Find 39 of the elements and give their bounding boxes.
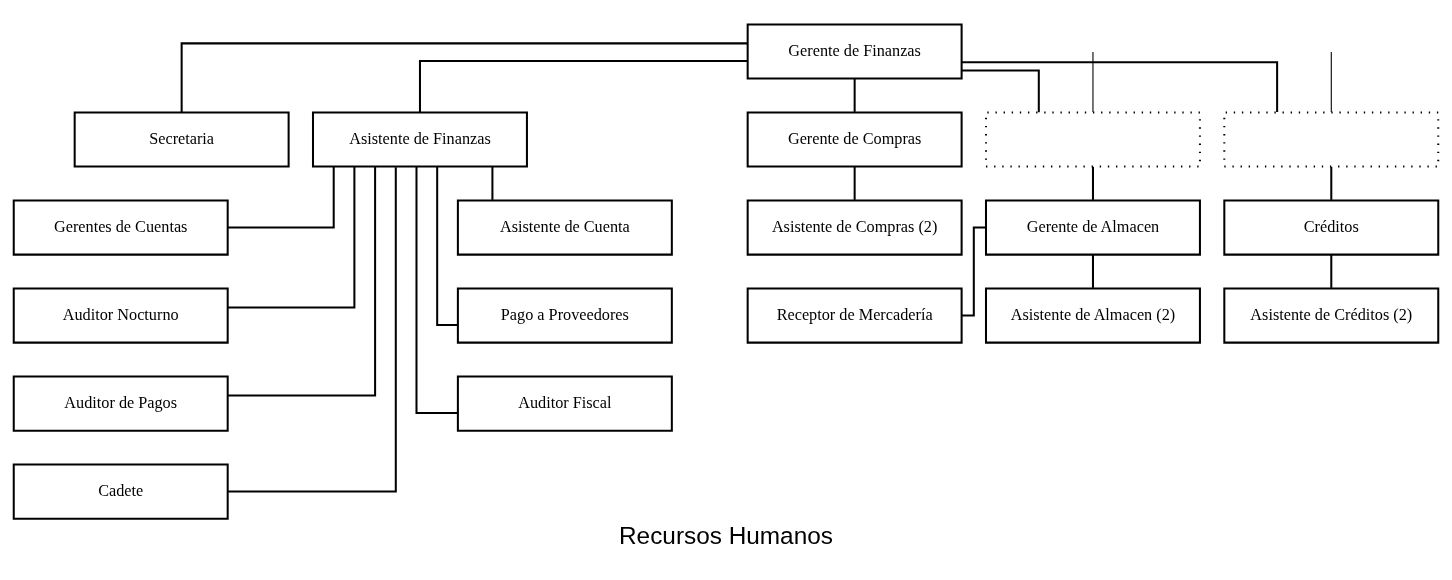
caption: Recursos Humanos [619, 521, 833, 549]
connector [853, 166, 856, 200]
node-box: Auditor Fiscal [456, 374, 673, 432]
node-box [984, 110, 1201, 168]
connector [415, 166, 458, 414]
connector [1330, 51, 1332, 113]
node-box: Secretaria [73, 110, 290, 168]
connector [491, 166, 494, 200]
node-box: Pago a Proveedores [456, 286, 673, 344]
connector [180, 41, 748, 112]
connector [1092, 51, 1094, 113]
connector [1330, 166, 1333, 200]
node-box: Asistente de Compras (2) [746, 198, 963, 256]
node-box: Créditos [1223, 198, 1440, 256]
node-box: Gerente de Finanzas [746, 22, 963, 80]
node-box: Receptor de Mercadería [746, 286, 963, 344]
connector [227, 166, 356, 308]
node-box: Asistente de Almacen (2) [984, 286, 1201, 344]
node-box [1223, 110, 1440, 168]
node-box: Cadete [12, 463, 229, 520]
node-box: Auditor Nocturno [12, 286, 229, 344]
node-box: Gerentes de Cuentas [12, 198, 229, 256]
connector [227, 166, 335, 229]
node-box: Asistente de Finanzas [312, 110, 528, 168]
connector [961, 60, 1279, 112]
connector [227, 166, 397, 493]
connector [227, 166, 377, 396]
connector [1091, 166, 1094, 200]
node-box: Auditor de Pagos [12, 374, 229, 432]
connector [961, 226, 986, 317]
node-box: Asistente de Cuenta [456, 198, 673, 256]
node-box: Gerente de Compras [746, 110, 963, 168]
connector [961, 68, 1040, 112]
node-box: Gerente de Almacen [984, 198, 1201, 256]
connector [1330, 254, 1333, 288]
connector [418, 59, 748, 112]
connector [1091, 254, 1094, 288]
connector [853, 78, 856, 112]
node-box: Asistente de Créditos (2) [1223, 286, 1440, 344]
